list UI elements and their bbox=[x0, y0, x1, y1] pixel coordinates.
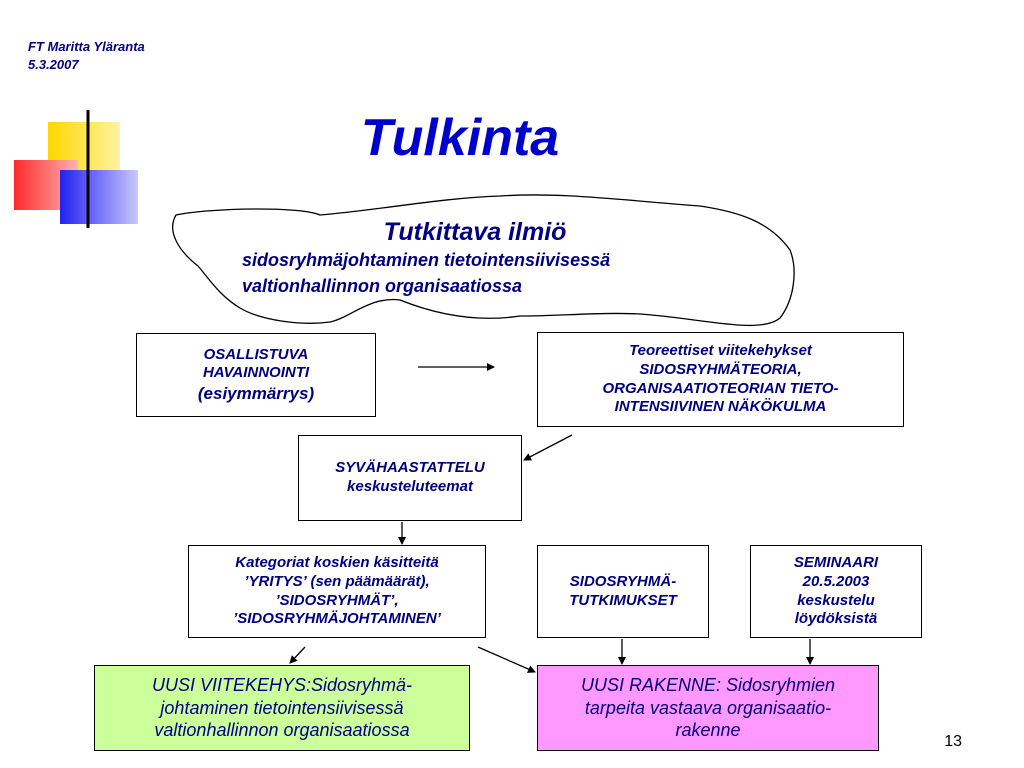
box-line: UUSI RAKENNE: Sidosryhmien bbox=[580, 675, 836, 696]
box-line: löydöksistä bbox=[794, 610, 878, 628]
box-line: SEMINAARI bbox=[793, 554, 879, 571]
box-line: 20.5.2003 bbox=[802, 572, 870, 590]
box-line: HAVAINNOINTI bbox=[202, 364, 310, 382]
in-depth-interview-box: SYVÄHAASTATTELU keskusteluteemat bbox=[298, 435, 522, 521]
box-line: UUSI VIITEKEHYS:Sidosryhmä- bbox=[151, 675, 413, 696]
box-line: tarpeita vastaava organisaatio- bbox=[584, 697, 832, 718]
phenomenon-line1: sidosryhmäjohtaminen tietointensiivisess… bbox=[242, 250, 611, 270]
seminar-box: SEMINAARI 20.5.2003 keskustelu löydöksis… bbox=[750, 545, 922, 638]
box-line: valtionhallinnon organisaatiossa bbox=[154, 720, 410, 741]
slide-title: Tulkinta bbox=[360, 109, 560, 167]
new-structure-box: UUSI RAKENNE: Sidosryhmien tarpeita vast… bbox=[537, 665, 879, 751]
participant-observation-box: OSALLISTUVA HAVAINNOINTI (esiymmärrys) bbox=[136, 333, 376, 417]
box-line: SIDOSRYHMÄ- bbox=[569, 572, 677, 590]
theoretical-frameworks-box: Teoreettiset viitekehykset SIDOSRYHMÄTEO… bbox=[537, 332, 904, 427]
phenomenon-title: Tutkittava ilmiö bbox=[383, 218, 567, 246]
box-line: ’SIDOSRYHMÄJOHTAMINEN’ bbox=[233, 610, 441, 628]
phenomenon-text: Tutkittava ilmiö sidosryhmäjohtaminen ti… bbox=[230, 218, 730, 299]
categories-box: Kategoriat koskien käsitteitä ’YRITYS’ (… bbox=[188, 545, 486, 638]
box-line: Kategoriat koskien käsitteitä bbox=[235, 554, 439, 571]
box-line: SIDOSRYHMÄTEORIA, bbox=[639, 360, 802, 378]
box-line: (esiymmärrys) bbox=[197, 384, 315, 404]
box-line: TUTKIMUKSET bbox=[569, 591, 677, 609]
phenomenon-line2: valtionhallinnon organisaatiossa bbox=[242, 276, 523, 296]
box-line: johtaminen tietointensiivisessä bbox=[160, 697, 404, 718]
stakeholder-studies-box: SIDOSRYHMÄ- TUTKIMUKSET bbox=[537, 545, 709, 638]
author-date: 5.3.2007 bbox=[28, 57, 79, 72]
arrow-categories-to-framework bbox=[289, 646, 306, 664]
arrow-theory-to-interview bbox=[523, 434, 573, 461]
new-framework-box: UUSI VIITEKEHYS:Sidosryhmä- johtaminen t… bbox=[94, 665, 470, 751]
box-line: Teoreettiset viitekehykset bbox=[629, 342, 812, 359]
box-line: ’SIDOSRYHMÄT’, bbox=[275, 591, 399, 609]
box-line: INTENSIIVINEN NÄKÖKULMA bbox=[614, 398, 827, 416]
box-line: ORGANISAATIOTEORIAN TIETO- bbox=[602, 379, 839, 397]
page-number: 13 bbox=[944, 733, 962, 750]
author-name: FT Maritta Yläranta bbox=[28, 39, 145, 54]
box-line: ’YRITYS’ (sen päämäärät), bbox=[244, 572, 430, 590]
author-info: FT Maritta Yläranta 5.3.2007 bbox=[28, 38, 145, 74]
box-line: keskusteluteemat bbox=[347, 478, 473, 495]
arrow-categories-to-structure bbox=[477, 646, 536, 673]
blue-square bbox=[60, 170, 138, 224]
box-line: OSALLISTUVA bbox=[203, 345, 309, 363]
box-line: keskustelu bbox=[797, 591, 875, 609]
box-line: rakenne bbox=[675, 720, 741, 741]
box-line: SYVÄHAASTATTELU bbox=[335, 459, 485, 477]
